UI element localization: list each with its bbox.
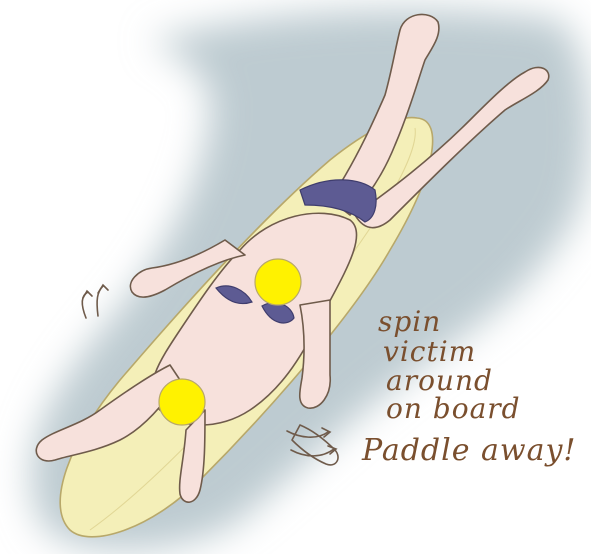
arm-lower-right — [300, 300, 330, 408]
highlight-circle-upper — [255, 259, 301, 305]
note-line-4: on board — [386, 392, 521, 425]
spin-arrows-left — [82, 285, 108, 318]
note-line-1: spin — [378, 305, 441, 338]
note-line-5: Paddle away! — [361, 433, 576, 468]
highlight-circle-lower — [159, 379, 205, 425]
